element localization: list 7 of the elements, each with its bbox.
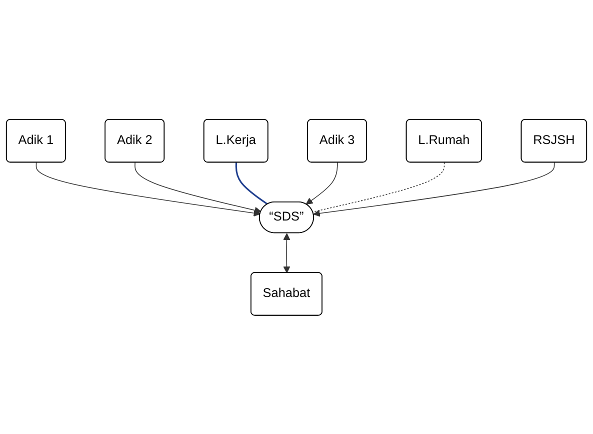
connector xyxy=(312,162,445,212)
arrow xyxy=(313,162,555,216)
arrow xyxy=(36,162,261,216)
arrow xyxy=(283,232,290,273)
arrow xyxy=(134,162,262,214)
connector xyxy=(235,162,268,205)
arrow xyxy=(306,162,338,204)
